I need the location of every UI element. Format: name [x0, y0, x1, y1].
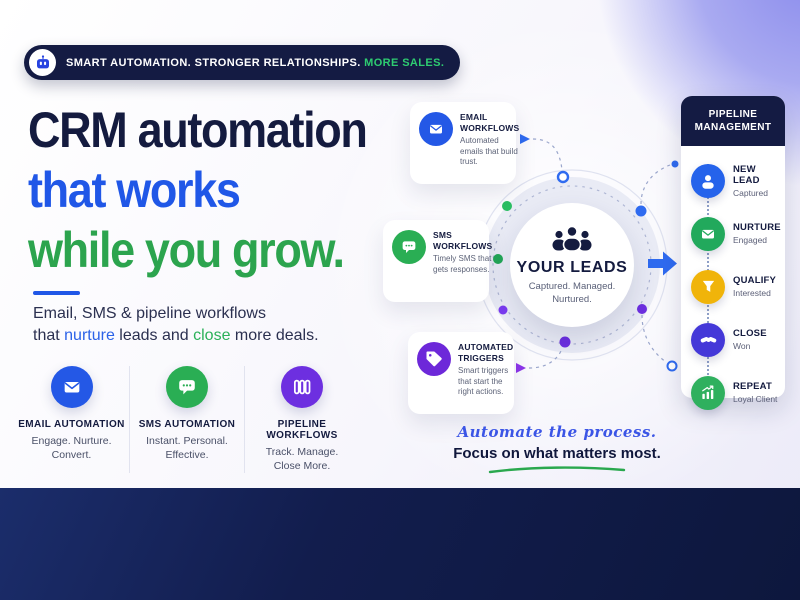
envelope-icon: [50, 366, 93, 408]
headline-line1: CRM automation: [28, 102, 368, 158]
headline-line2: that works: [28, 162, 241, 218]
panel-header-line1: PIPELINE: [708, 109, 758, 120]
footer-bar: SAVE TIME Automate repetitive tasks and …: [0, 488, 800, 600]
feature-title: EMAIL AUTOMATION: [18, 419, 125, 430]
envelope-icon: [419, 112, 453, 146]
tagline: Automate the process. Focus on what matt…: [447, 423, 667, 480]
step-nurture: NURTURE Engaged: [681, 207, 785, 260]
feature-desc: Track. Manage. Close More.: [265, 446, 339, 472]
keyword-close: close: [193, 327, 231, 344]
step-close: CLOSE Won: [681, 313, 785, 366]
badge-main: SMART AUTOMATION. STRONGER RELATIONSHIPS…: [66, 56, 361, 69]
card-desc: Automated emails that build trust.: [460, 136, 518, 166]
card-title: AUTOMATED TRIGGERS: [458, 342, 514, 363]
step-sub: Loyal Client: [733, 394, 778, 404]
step-label: QUALIFY: [733, 275, 777, 286]
tagline-script: Automate the process.: [457, 423, 657, 441]
step-sub: Won: [733, 341, 751, 351]
step-label: NEW LEAD: [733, 163, 760, 186]
hero-subtext: Email, SMS & pipeline workflows that nur…: [33, 303, 319, 347]
pipeline-icon: [281, 366, 323, 408]
feature-pipeline-workflows: PIPELINE WORKFLOWS Track. Manage. Close …: [244, 366, 359, 473]
tag-icon: [417, 342, 451, 376]
step-qualify: QUALIFY Interested: [681, 260, 785, 313]
your-leads-hub: YOUR LEADS Captured. Managed. Nurtured.: [510, 203, 634, 327]
card-title: SMS WORKFLOWS: [433, 230, 493, 251]
handshake-icon: [691, 322, 725, 357]
badge-text: SMART AUTOMATION. STRONGER RELATIONSHIPS…: [66, 57, 444, 69]
badge-accent: MORE SALES.: [364, 56, 445, 69]
headline: CRM automation that works while you grow…: [28, 100, 368, 280]
tagline-bold: Focus on what matters most.: [453, 445, 661, 462]
feature-row: EMAIL AUTOMATION Engage. Nurture. Conver…: [14, 366, 384, 473]
feature-title: SMS AUTOMATION: [138, 419, 236, 430]
feature-title: PIPELINE WORKFLOWS: [266, 419, 338, 441]
feature-desc: Engage. Nurture. Convert.: [31, 435, 112, 461]
step-sub: Captured: [733, 187, 768, 198]
people-icon: [552, 225, 592, 252]
robot-icon: [29, 49, 56, 76]
step-repeat: REPEAT Loyal Client: [681, 366, 785, 419]
panel-body: NEW LEAD Captured NURTURE Engaged QUALIF…: [681, 146, 785, 419]
card-title: EMAIL WORKFLOWS: [460, 112, 520, 133]
pipeline-management-panel: PIPELINE MANAGEMENT NEW LEAD Captured NU…: [681, 96, 785, 410]
hero-subtext-line1: Email, SMS & pipeline workflows: [33, 305, 266, 322]
top-badge: SMART AUTOMATION. STRONGER RELATIONSHIPS…: [24, 45, 461, 80]
card-email-workflows: EMAIL WORKFLOWS Automated emails that bu…: [410, 102, 520, 184]
envelope-icon: [691, 216, 725, 251]
keyword-nurture: nurture: [64, 327, 115, 344]
headline-line3: while you grow.: [28, 222, 345, 278]
step-label: REPEAT: [733, 381, 773, 392]
step-sub: Interested: [733, 288, 771, 298]
card-desc: Timely SMS that gets responses.: [433, 254, 492, 274]
hub-title: YOUR LEADS: [516, 259, 628, 276]
headline-underline: [33, 291, 80, 295]
step-sub: Engaged: [733, 235, 768, 245]
feature-sms-automation: SMS AUTOMATION Instant. Personal. Effect…: [129, 366, 244, 473]
card-desc: Smart triggers that start the right acti…: [458, 366, 509, 396]
hub-subtitle: Captured. Managed. Nurtured.: [528, 281, 616, 305]
card-automated-triggers: AUTOMATED TRIGGERS Smart triggers that s…: [408, 332, 514, 414]
hero-subtext-line2: that nurture leads and close more deals.: [33, 327, 319, 344]
growth-icon: [691, 375, 725, 410]
person-icon: [691, 163, 725, 198]
panel-header: PIPELINE MANAGEMENT: [681, 96, 785, 146]
feature-desc: Instant. Personal. Effective.: [146, 435, 228, 461]
chat-icon: [166, 366, 208, 408]
step-label: NURTURE: [733, 222, 781, 233]
card-sms-workflows: SMS WORKFLOWS Timely SMS that gets respo…: [383, 220, 493, 302]
green-swoosh: [488, 466, 626, 474]
feature-email-automation: EMAIL AUTOMATION Engage. Nurture. Conver…: [14, 366, 129, 473]
chat-icon: [392, 230, 426, 264]
step-label: CLOSE: [733, 328, 767, 339]
step-new-lead: NEW LEAD Captured: [681, 154, 785, 207]
panel-header-line2: MANAGEMENT: [694, 122, 772, 133]
funnel-icon: [691, 269, 725, 304]
